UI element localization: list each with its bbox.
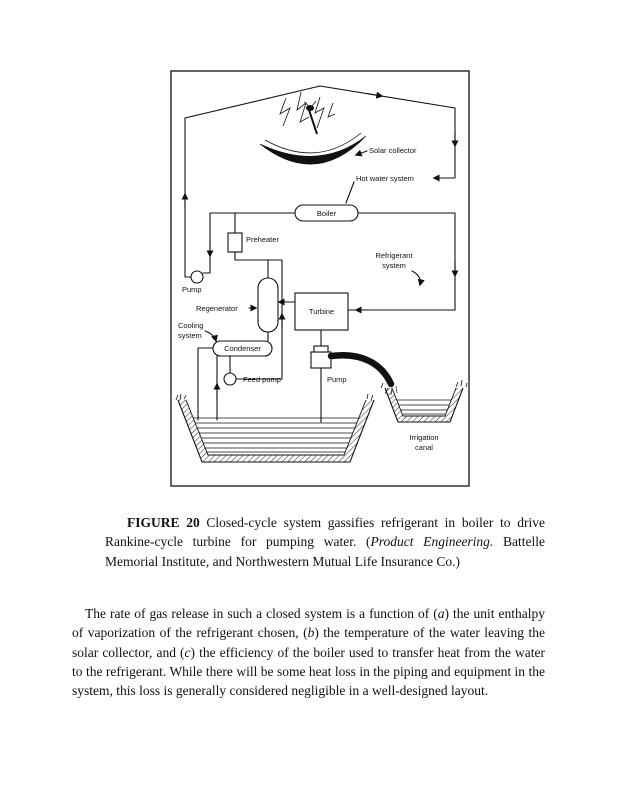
collector-mast <box>308 109 318 135</box>
label-irrigation-canal-1: Irrigation <box>409 433 438 442</box>
body-text-1: The rate of gas release in such a closed… <box>85 606 438 621</box>
body-item-b: b <box>307 625 315 641</box>
boiler-vessel <box>294 204 359 222</box>
irrigation-canal <box>384 387 464 423</box>
label-pump-left: Pump <box>182 285 202 294</box>
label-regenerator: Regenerator <box>196 304 238 313</box>
piping <box>184 85 456 423</box>
turbine-box <box>294 292 349 331</box>
label-cooling-system-2: system <box>178 331 202 340</box>
body-text-4: ) the efficiency of the boiler used to t… <box>72 644 545 699</box>
flow-arrows <box>181 91 459 399</box>
body-paragraph: The rate of gas release in such a closed… <box>72 604 545 700</box>
discharge-pipe <box>327 352 395 388</box>
figure-caption: FIGURE 20 Closed-cycle system gassifies … <box>105 513 545 571</box>
label-cooling-system-1: Cooling <box>178 321 203 330</box>
solar-collector-shape <box>259 135 367 165</box>
figure-caption-source: Product Engineering. <box>370 534 494 550</box>
basin-water-lines <box>193 417 359 453</box>
figure-caption-text-1: Closed-cycle system gassifies refrigeran… <box>105 515 545 550</box>
label-irrigation-canal-2: canal <box>415 443 433 452</box>
sun-rays-art <box>279 91 336 129</box>
label-preheater: Preheater <box>246 235 279 244</box>
preheater-box <box>227 232 243 253</box>
label-pump-bottom: Pump <box>327 375 347 384</box>
label-turbine: Turbine <box>309 307 334 316</box>
water-basin <box>177 399 375 463</box>
water-pump-body <box>310 351 332 369</box>
collector-mount <box>306 105 314 111</box>
figure-caption-label: FIGURE 20 <box>127 515 200 530</box>
label-feed-pump: Feed pump <box>243 375 281 384</box>
diagram-border <box>170 70 470 487</box>
regenerator-vessel <box>257 277 279 333</box>
condenser-vessel <box>212 340 273 357</box>
water-pump-flange <box>313 345 329 353</box>
figure-20-diagram: Solar collector Hot water system Boiler … <box>170 70 470 487</box>
body-text-3: ) the temperature of the water leaving t… <box>72 625 545 660</box>
label-refrigerant-system-2: system <box>382 261 406 270</box>
label-solar-collector: Solar collector <box>369 146 417 155</box>
body-text-2: ) the unit enthalpy of vaporization of t… <box>72 606 545 641</box>
figure-box: Solar collector Hot water system Boiler … <box>170 70 470 487</box>
grass-tufts <box>175 379 468 401</box>
body-item-c: c <box>184 644 191 660</box>
label-hot-water-system: Hot water system <box>356 174 414 183</box>
label-condenser: Condenser <box>224 344 261 353</box>
solar-collector-glass-line <box>264 132 362 154</box>
equipment <box>190 204 359 386</box>
feed-pump-symbol <box>223 372 237 386</box>
canal-water-lines <box>397 399 451 415</box>
label-boiler: Boiler <box>317 209 337 218</box>
pump-left-symbol <box>190 270 204 284</box>
label-refrigerant-system-1: Refrigerant <box>375 251 413 260</box>
body-item-a: a <box>437 606 445 621</box>
figure-caption-text-2: Battelle Memorial Institute, and Northwe… <box>105 534 545 569</box>
